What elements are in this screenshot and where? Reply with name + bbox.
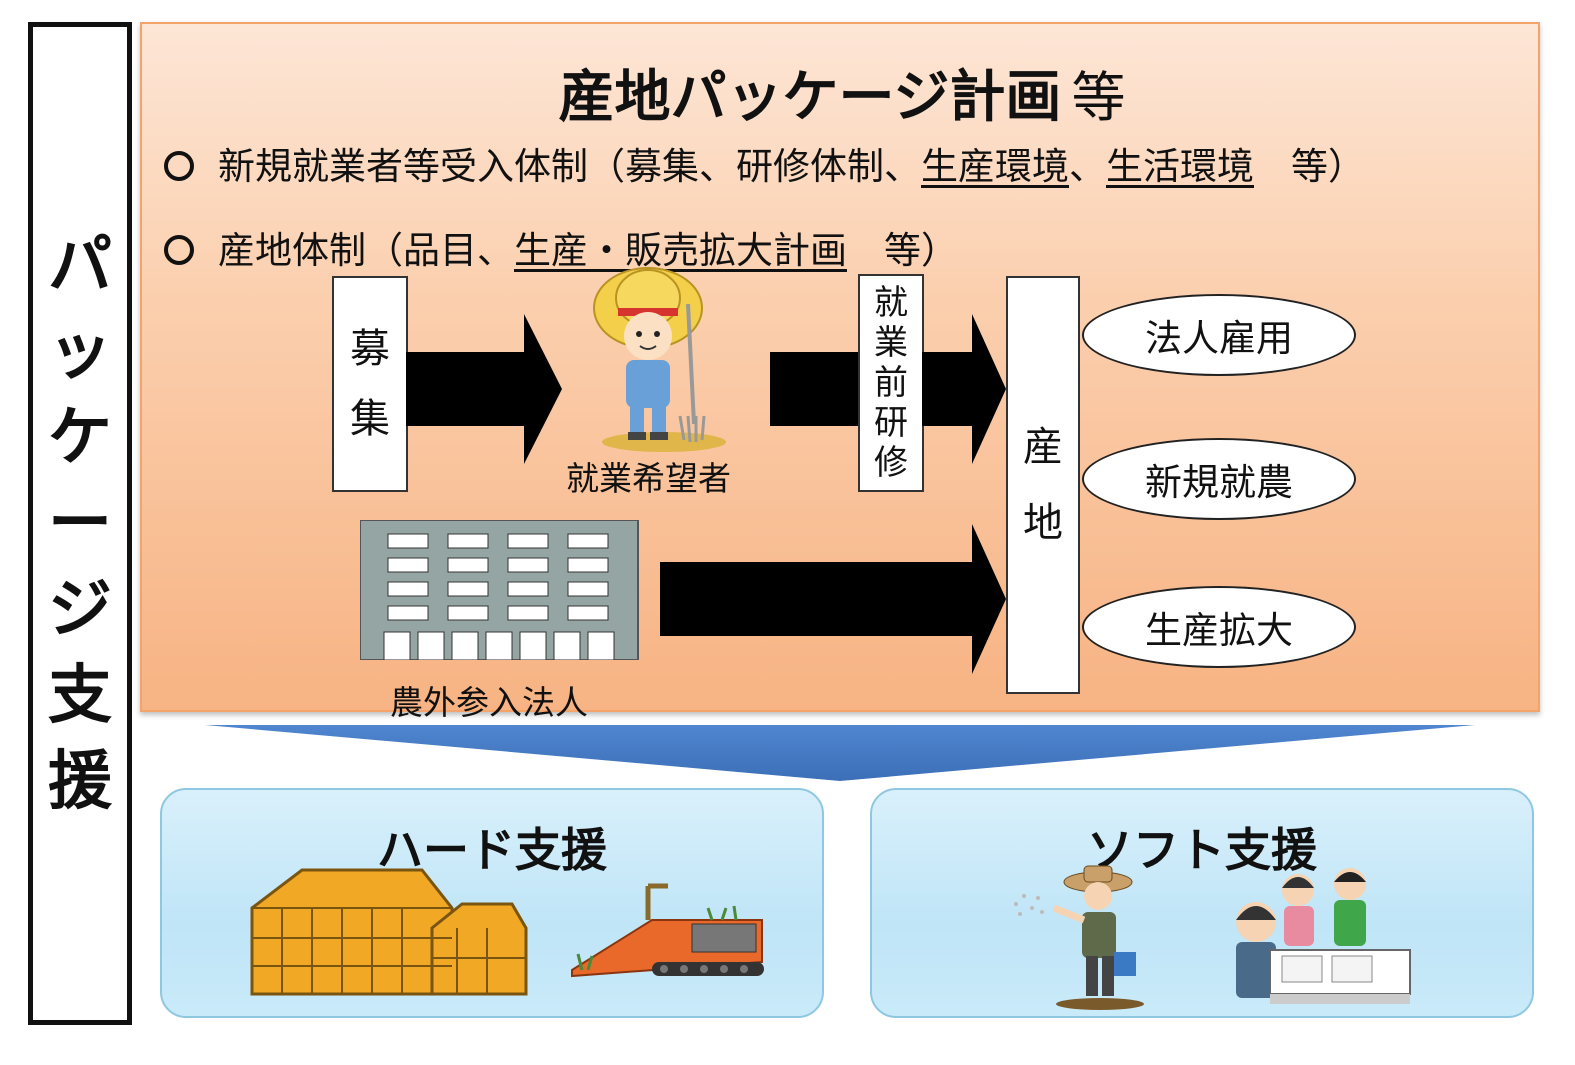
recruit-box: 募集 xyxy=(332,276,408,492)
farmer-boy-icon xyxy=(593,267,726,452)
plan-title-text: 産地パッケージ計画 xyxy=(558,65,1062,130)
side-label-char: 援 xyxy=(48,744,112,819)
office-building-icon xyxy=(360,520,639,660)
soft-support-title: ソフト支援 xyxy=(1087,823,1317,877)
training-box-char: 修 xyxy=(874,443,908,483)
consultation-icon xyxy=(1236,868,1411,1004)
corporation-label: 農外参入法人 xyxy=(390,683,588,722)
building-window xyxy=(387,557,429,573)
applicant-label: 就業希望者 xyxy=(566,459,731,498)
building-door xyxy=(519,631,547,660)
farm-machine-icon xyxy=(571,883,764,978)
arrow-applicant-to-training xyxy=(770,352,862,426)
outcome-production-expansion: 生産拡大 xyxy=(1082,586,1356,668)
soft-support-panel: ソフト支援 xyxy=(870,788,1534,1018)
region-box-char: 産 xyxy=(1023,424,1063,470)
building-door xyxy=(383,631,411,660)
greenhouse-icon xyxy=(250,868,528,996)
training-box: 就業前研修 xyxy=(858,274,924,492)
farmer-sowing-icon xyxy=(1014,865,1144,1010)
outcome-corporate-employment: 法人雇用 xyxy=(1082,294,1356,376)
building-door xyxy=(587,631,615,660)
region-box-char: 地 xyxy=(1023,500,1063,546)
building-window xyxy=(447,581,489,597)
building-window xyxy=(507,557,549,573)
outcome-new-farming: 新規就農 xyxy=(1082,438,1356,520)
building-window xyxy=(567,557,609,573)
side-label-box: パッケージ支援 xyxy=(28,22,132,1025)
plan-title-suffix: 等 xyxy=(1071,66,1126,129)
side-label-char: ジ xyxy=(48,572,112,647)
building-window xyxy=(387,581,429,597)
training-box-char: 就 xyxy=(874,283,908,323)
hard-support-title: ハード支援 xyxy=(377,823,607,877)
support-wedge xyxy=(205,725,1475,781)
region-box: 産地 xyxy=(1006,276,1080,694)
building-door xyxy=(485,631,513,660)
side-label-char: ッ xyxy=(48,314,112,389)
building-window xyxy=(507,605,549,621)
side-label-char: ケ xyxy=(48,400,112,475)
recruit-box-char: 集 xyxy=(350,396,390,442)
side-label-char: 支 xyxy=(48,658,112,733)
plan-panel: 産地パッケージ計画等 新規就業者等受入体制（募集、研修体制、生産環境、生活環境 … xyxy=(140,22,1542,722)
training-box-char: 前 xyxy=(874,363,908,403)
hard-support-panel: ハード支援 xyxy=(160,788,824,1018)
building-door xyxy=(417,631,445,660)
building-window xyxy=(507,533,549,549)
training-box-char: 業 xyxy=(874,323,908,363)
bullet-acceptance-system: 新規就業者等受入体制（募集、研修体制、生産環境、生活環境 等） xyxy=(164,136,1365,190)
building-door xyxy=(553,631,581,660)
building-window xyxy=(447,533,489,549)
building-window xyxy=(387,533,429,549)
side-label: パッケージ支援 xyxy=(48,223,112,825)
bullet-region-system: 産地体制（品目、生産・販売拡大計画 等） xyxy=(164,220,958,274)
building-window xyxy=(447,557,489,573)
building-window xyxy=(387,605,429,621)
side-label-char: ー xyxy=(48,486,112,561)
circle-bullet-icon xyxy=(164,234,194,265)
side-label-char: パ xyxy=(48,228,112,303)
building-window xyxy=(567,581,609,597)
arrow-corporation-to-region xyxy=(660,524,1006,674)
arrow-training-to-region xyxy=(922,314,1006,464)
building-window xyxy=(567,533,609,549)
building-door xyxy=(451,631,479,660)
recruit-box-char: 募 xyxy=(350,326,390,372)
plan-title: 産地パッケージ計画等 xyxy=(142,52,1542,133)
building-window xyxy=(507,581,549,597)
circle-bullet-icon xyxy=(164,150,194,181)
arrow-recruit-to-applicant xyxy=(406,314,562,464)
building-window xyxy=(447,605,489,621)
training-box-char: 研 xyxy=(874,403,908,443)
building-window xyxy=(567,605,609,621)
